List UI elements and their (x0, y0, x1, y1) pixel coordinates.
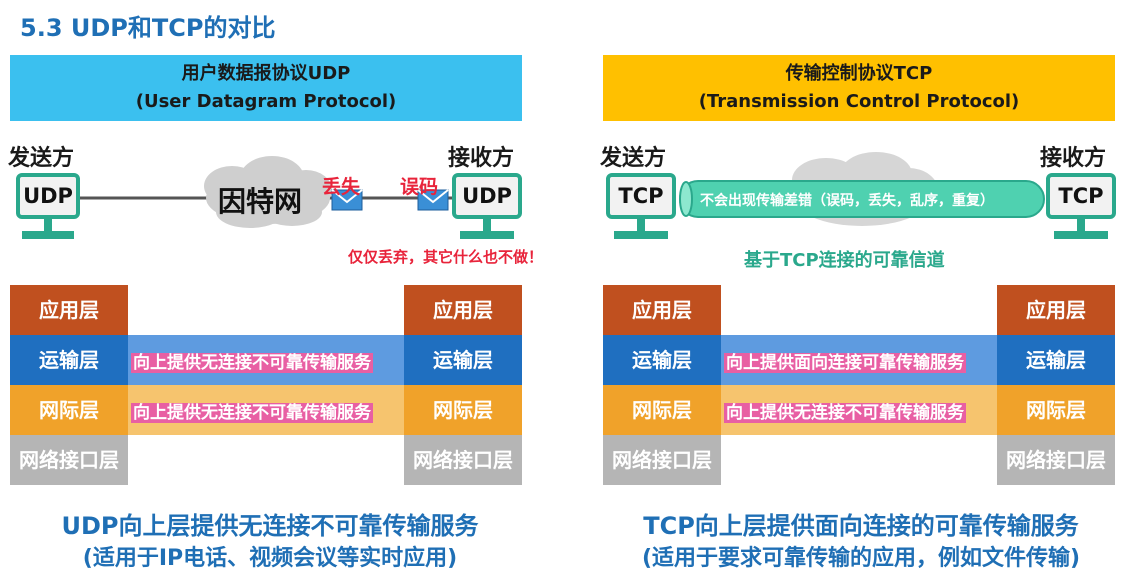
pc-stand (483, 219, 491, 231)
udp-banner: 用户数据报协议UDP (User Datagram Protocol) (10, 55, 522, 121)
udp-network-service: 向上提供无连接不可靠传输服务 (131, 403, 373, 423)
tcp-left-app-layer: 应用层 (603, 285, 721, 335)
tcp-left-link-layer: 网络接口层 (603, 435, 721, 485)
tcp-network-service: 向上提供无连接不可靠传输服务 (724, 403, 966, 423)
tcp-summary-note: (适用于要求可靠传输的应用，例如文件传输) (641, 546, 1081, 571)
cloud-icon (204, 156, 332, 228)
tcp-right-app-layer: 应用层 (997, 285, 1115, 335)
udp-receiver-pc: UDP (452, 173, 522, 219)
udp-left-network-layer: 网际层 (10, 385, 128, 435)
tcp-pipe-end (679, 181, 693, 217)
udp-summary: UDP向上层提供无连接不可靠传输服务 (61, 512, 479, 540)
udp-left-app-layer: 应用层 (10, 285, 128, 335)
tcp-receiver-label: 接收方 (1040, 146, 1107, 171)
udp-banner-subtitle: (User Datagram Protocol) (135, 91, 397, 112)
envelope-icon (331, 189, 363, 211)
tcp-left-network-layer: 网际层 (603, 385, 721, 435)
tcp-right-transport-layer: 运输层 (997, 335, 1115, 385)
udp-right-link-layer: 网络接口层 (404, 435, 522, 485)
udp-left-link-layer: 网络接口层 (10, 435, 128, 485)
lost-label: 丢失 (322, 176, 361, 198)
udp-transport-service: 向上提供无连接不可靠传输服务 (131, 353, 373, 373)
envelope-icon (417, 189, 449, 211)
tcp-left-transport-layer: 运输层 (603, 335, 721, 385)
tcp-banner-subtitle: (Transmission Control Protocol) (698, 91, 1020, 112)
pc-stand (44, 219, 52, 231)
tcp-network-diagram (679, 152, 1045, 226)
udp-receiver-label: 接收方 (448, 146, 515, 171)
tcp-sender-pc: TCP (606, 173, 676, 219)
tcp-transport-service: 向上提供面向连接可靠传输服务 (724, 353, 966, 373)
pc-base (460, 231, 514, 239)
udp-sender-label: 发送方 (8, 146, 75, 171)
pc-stand (637, 219, 645, 231)
tcp-pipe-text: 不会出现传输差错（误码，丢失，乱序，重复） (700, 193, 994, 209)
tcp-right-link-layer: 网络接口层 (997, 435, 1115, 485)
pc-stand (1077, 219, 1085, 231)
udp-network-diagram (80, 156, 452, 228)
udp-right-transport-layer: 运输层 (404, 335, 522, 385)
udp-banner-title: 用户数据报协议UDP (181, 63, 351, 84)
tcp-channel-label: 基于TCP连接的可靠信道 (744, 250, 945, 271)
internet-cloud-label: 因特网 (218, 185, 303, 218)
tcp-right-network-layer: 网际层 (997, 385, 1115, 435)
udp-sender-pc: UDP (16, 173, 80, 219)
udp-right-network-layer: 网际层 (404, 385, 522, 435)
tcp-banner-title: 传输控制协议TCP (785, 63, 933, 84)
tcp-receiver-pc: TCP (1046, 173, 1116, 219)
udp-right-app-layer: 应用层 (404, 285, 522, 335)
tcp-summary: TCP向上层提供面向连接的可靠传输服务 (643, 512, 1079, 540)
udp-left-transport-layer: 运输层 (10, 335, 128, 385)
pc-base (22, 231, 74, 239)
tcp-banner: 传输控制协议TCP (Transmission Control Protocol… (603, 55, 1115, 121)
page-title: 5.3 UDP和TCP的对比 (20, 14, 276, 42)
error-label: 误码 (400, 176, 439, 198)
udp-drop-note: 仅仅丢弃，其它什么也不做！ (348, 248, 544, 266)
pc-base (614, 231, 668, 239)
tcp-sender-label: 发送方 (600, 146, 667, 171)
pc-base (1054, 231, 1108, 239)
udp-summary-note: (适用于IP电话、视频会议等实时应用) (82, 546, 458, 571)
